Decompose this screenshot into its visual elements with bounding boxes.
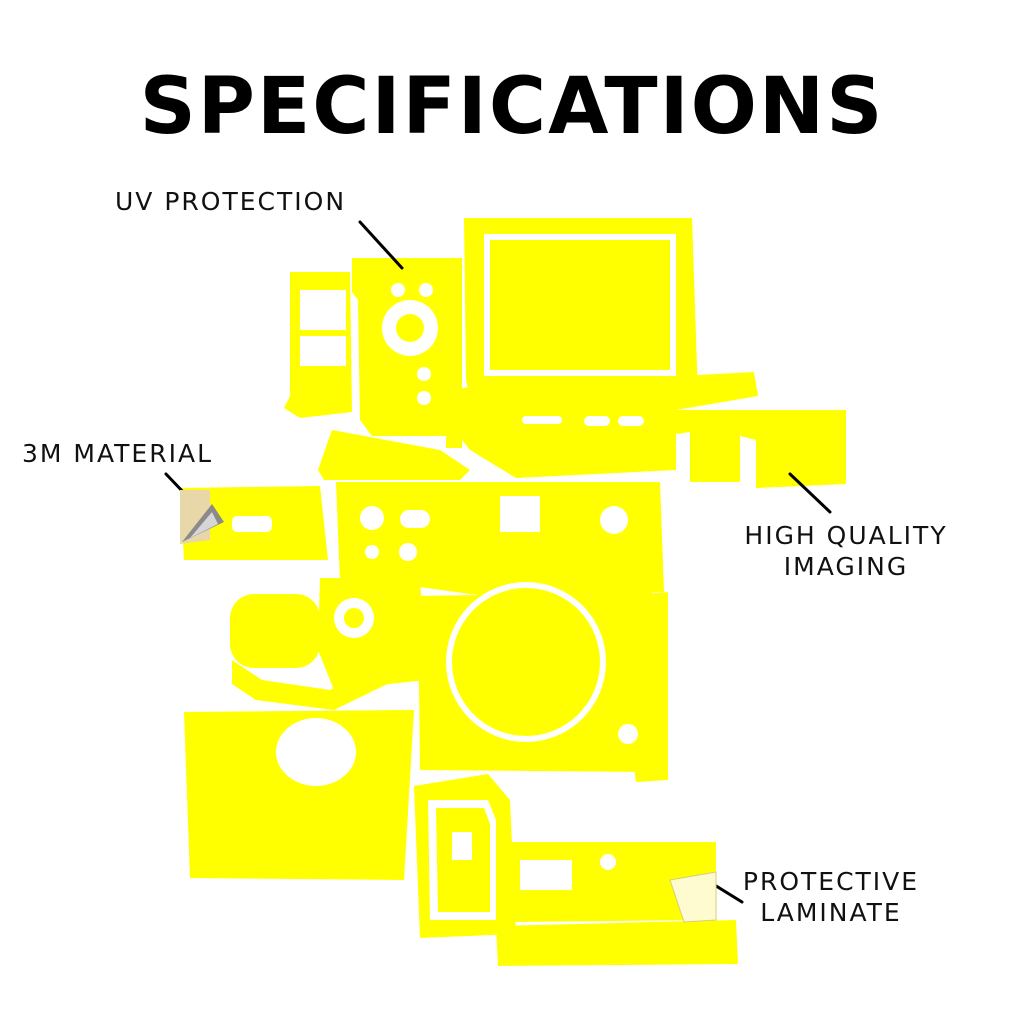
leader-line-uv — [358, 220, 404, 270]
cutout-screen-fill — [490, 240, 670, 370]
cutout-dial-4 — [417, 391, 431, 405]
skin-piece-swoosh — [232, 652, 412, 710]
cutout-dial-3 — [417, 367, 431, 381]
cutout-top-mid-6 — [365, 545, 379, 559]
laminate-label-line1: PROTECTIVE — [742, 867, 920, 896]
cutout-top-mid-5 — [399, 543, 417, 561]
laminate-label-line2: LAMINATE — [760, 898, 902, 927]
cutout-side-2 — [300, 336, 346, 366]
laminate-sheet-icon — [669, 871, 717, 923]
material-label: 3M MATERIAL — [22, 439, 213, 468]
cutout-slot-1 — [522, 416, 562, 424]
cutout-dial-1 — [391, 283, 405, 297]
cutout-top-mid-1 — [360, 506, 384, 530]
cutout-lens-ring-inner — [452, 588, 600, 736]
cutout-dial-2 — [419, 283, 433, 297]
leader-line-imaging — [788, 472, 832, 514]
cutout-front-small — [618, 724, 638, 744]
skin-piece-right-flap — [676, 410, 846, 488]
cutout-side-1 — [300, 290, 346, 330]
cutout-bottom-left-oval — [276, 718, 356, 786]
cutout-mid-grip-dial-inner — [344, 608, 364, 628]
imaging-label-line1: HIGH QUALITY — [744, 521, 948, 550]
cutout-top-mid-2 — [400, 510, 430, 528]
skin-cutouts — [232, 234, 676, 920]
laminate-label: PROTECTIVE LAMINATE — [742, 866, 920, 928]
skin-piece-grip-top — [318, 430, 470, 480]
peel-corner-highlight — [190, 512, 218, 538]
imaging-label: HIGH QUALITY IMAGING — [736, 520, 956, 582]
cutout-top-mid-3 — [500, 496, 540, 532]
skin-piece-rounded-square — [230, 594, 320, 668]
cutout-slot-3 — [618, 416, 644, 426]
skin-piece-bottom-left — [184, 710, 414, 880]
skin-piece-base-bar — [496, 920, 738, 966]
peel-corner-icon — [180, 490, 224, 544]
uv-protection-label: UV PROTECTION — [115, 187, 347, 216]
cutout-main-dial-inner — [396, 314, 424, 342]
cutout-top-mid-4 — [600, 506, 628, 534]
imaging-label-line2: IMAGING — [783, 552, 909, 581]
skin-piece-hinge-strip — [460, 372, 758, 478]
cutout-base-window — [520, 860, 572, 890]
cutout-left-port — [232, 516, 272, 532]
cutout-bottom-grip-slot — [452, 832, 472, 860]
cutout-slot-2 — [584, 416, 610, 426]
page-title: SPECIFICATIONS — [139, 62, 885, 152]
cutout-base-hole — [600, 854, 616, 870]
laminate-sheet — [669, 871, 717, 923]
